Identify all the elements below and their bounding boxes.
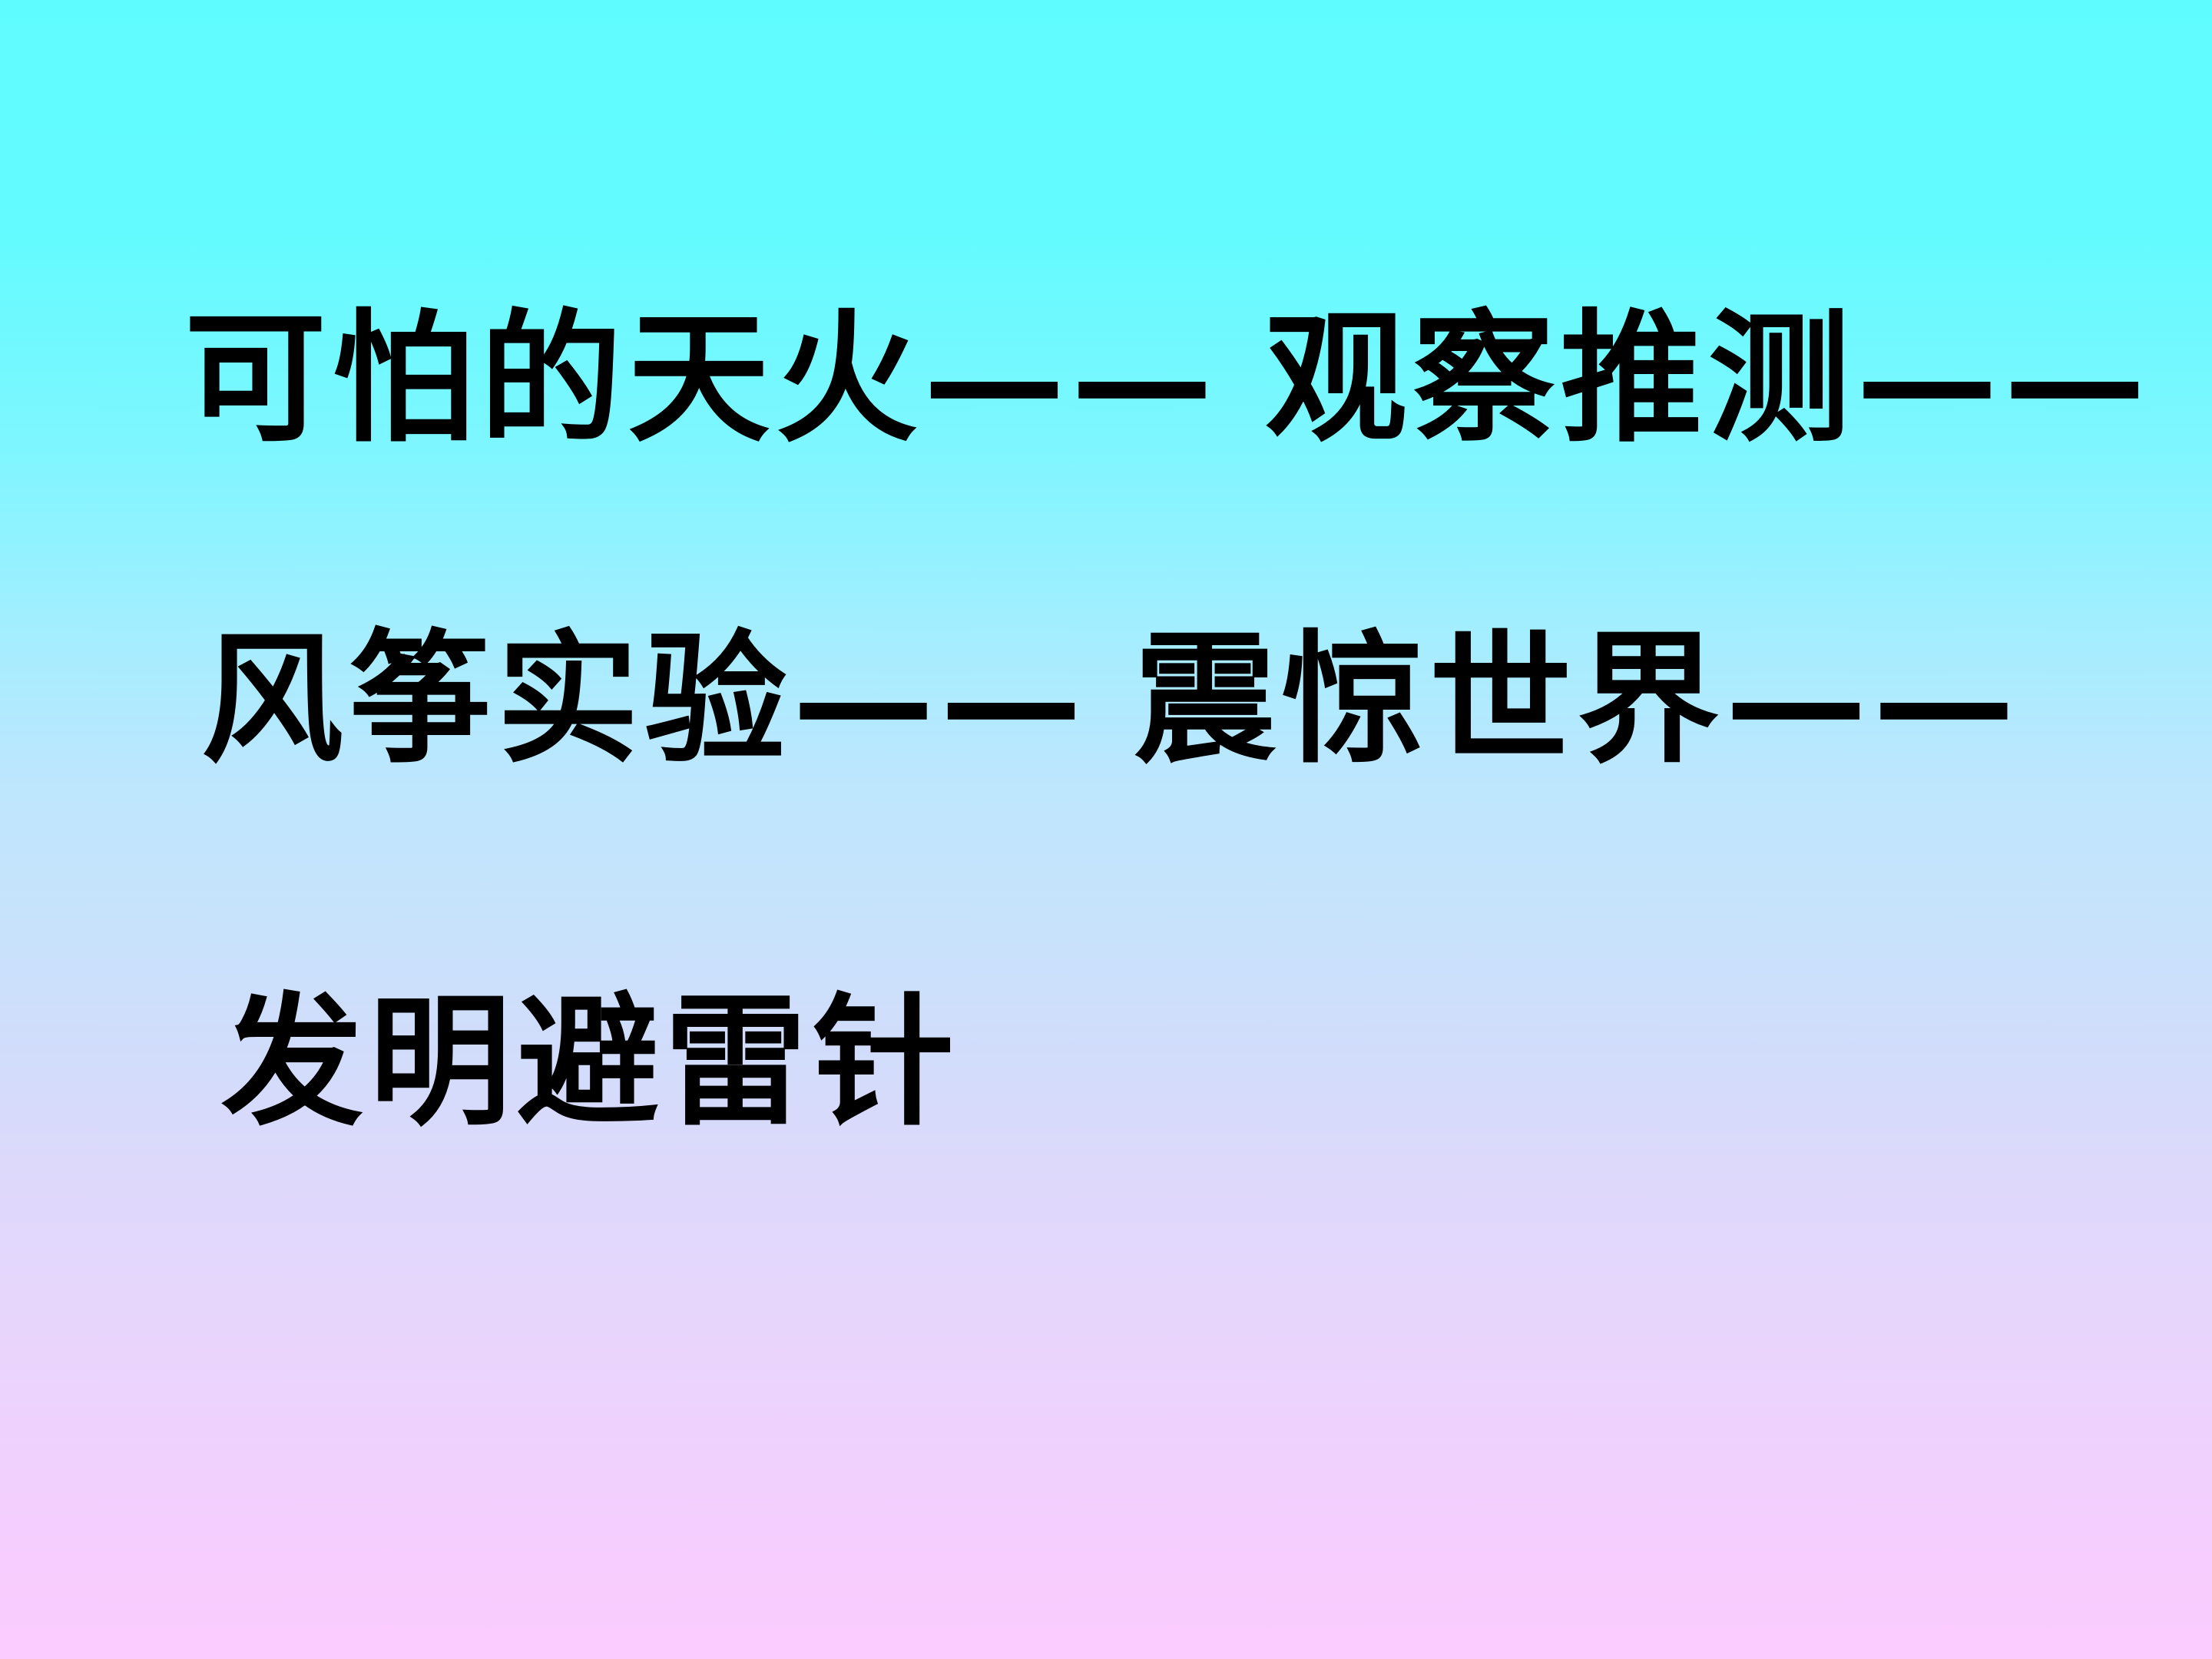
slide-text-line-1: 可怕的天火——观察推测——: [184, 307, 2151, 449]
line-1-segment-1: 可怕的天火——: [184, 294, 1219, 462]
line-3-segment-1: 发明避雷针: [221, 978, 960, 1145]
line-2-segment-2: 震惊世界——: [1134, 615, 2021, 783]
line-1-segment-2: 观察推测——: [1264, 294, 2152, 462]
slide-text-line-3: 发明避雷针: [221, 991, 960, 1133]
line-2-segment-1: 风筝实验——: [201, 615, 1088, 783]
slide-text-line-2: 风筝实验——震惊世界——: [201, 628, 2021, 770]
